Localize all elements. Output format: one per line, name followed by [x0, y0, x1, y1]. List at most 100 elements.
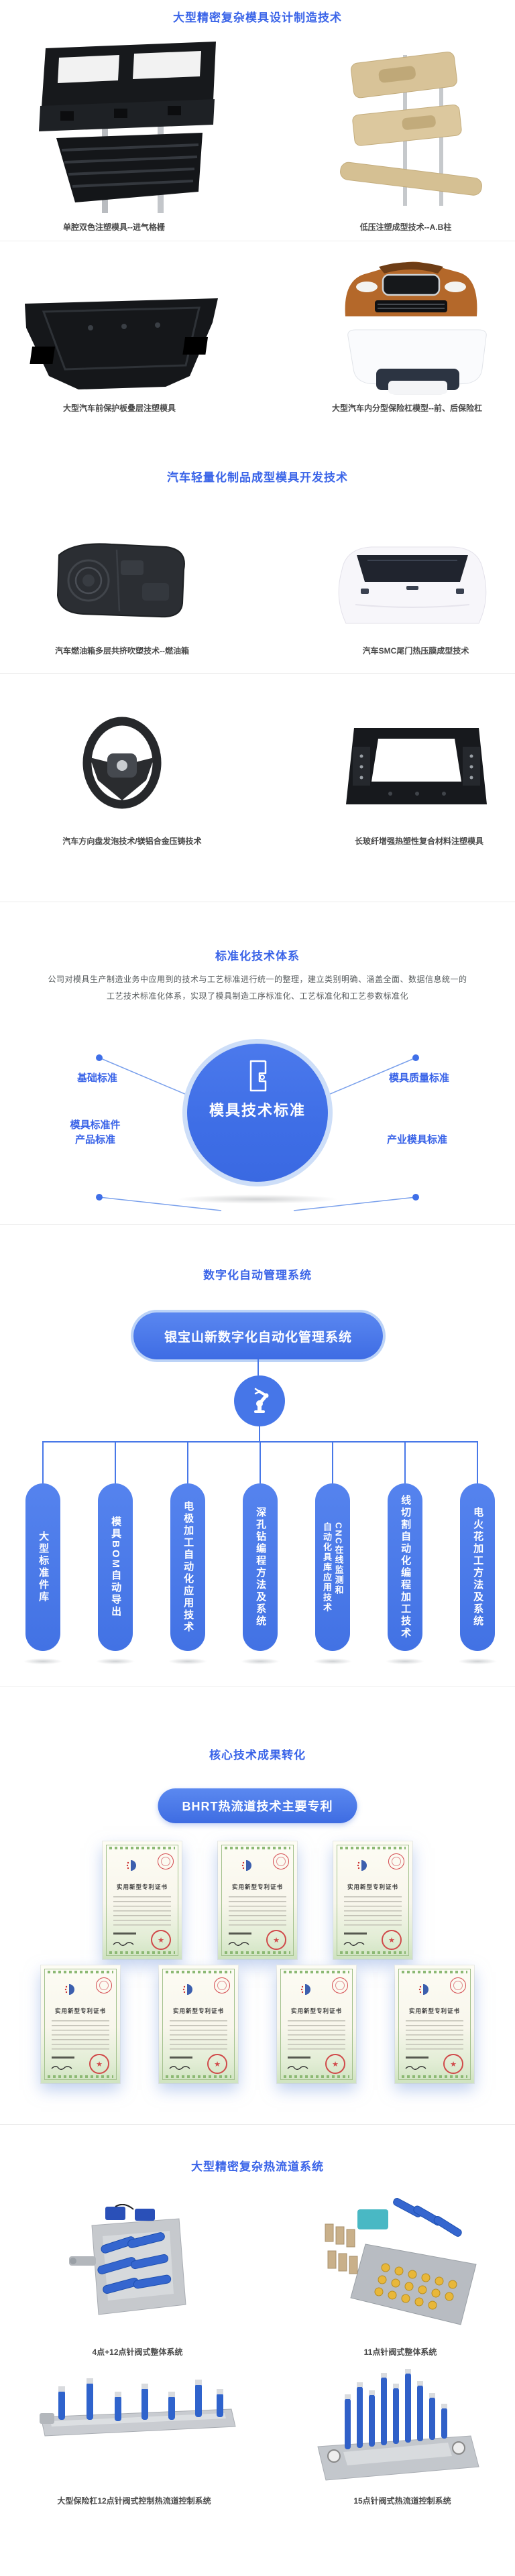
caption-hot-runner-bumper-12: 大型保险杠12点针阀式控制热流道控制系统	[57, 2496, 211, 2506]
patent-certificate: 实用新型专利证书 ★	[218, 1841, 297, 1959]
certificate-stamp: ★	[325, 2054, 345, 2074]
certificate-garland-top	[225, 1847, 290, 1849]
section4-title: 数字化自动管理系统	[203, 1269, 312, 1282]
certificate-signature	[228, 1942, 249, 1946]
connector-drop-7	[477, 1441, 478, 1483]
caption-ab-pillar: 低压注塑成型技术--A.B柱	[359, 223, 452, 232]
certificate-body-lines	[344, 1896, 402, 1928]
certificate-title: 实用新型专利证书	[347, 1884, 398, 1890]
figure-hot-runner-4-12	[64, 2204, 201, 2325]
branch-wire-cutting: 线切割自动化编程加工技术	[388, 1483, 422, 1651]
protection-plate-graphic	[25, 298, 218, 389]
pill-shadow-3	[168, 1658, 207, 1664]
pill-shadow-1	[23, 1658, 62, 1664]
certificate-barcode	[170, 2057, 192, 2059]
pill-shadow-5	[313, 1658, 352, 1664]
connector-root-to-robot	[258, 1359, 259, 1375]
fuel-tank-graphic	[56, 543, 185, 618]
figure-intake-grille-mold	[34, 39, 228, 214]
branch-deep-hole-drilling: 深孔钻编程方法及系统	[243, 1483, 278, 1651]
caption-steering-wheel: 汽车方向盘发泡技术/镁铝合金压铸技术	[62, 837, 202, 846]
hot-runner-bumper-12-graphic	[40, 2378, 236, 2437]
divider-6	[0, 2124, 515, 2125]
intake-grille-mold-graphic	[39, 42, 216, 213]
certificate-barcode	[52, 2057, 74, 2059]
divider-4	[0, 1224, 515, 1225]
certificate-stamp: ★	[443, 2054, 463, 2074]
caption-composite-frame: 长玻纤增强热塑性复合材料注塑模具	[354, 837, 484, 846]
mold-icon	[249, 1060, 267, 1092]
pill-shadow-7	[458, 1658, 497, 1664]
certificate-title: 实用新型专利证书	[116, 1884, 168, 1890]
figure-ab-pillars	[339, 48, 488, 210]
composite-frame-graphic	[346, 728, 487, 804]
caption-hot-runner-4-12: 4点+12点针阀式整体系统	[92, 2347, 183, 2357]
figure-composite-frame	[343, 723, 490, 810]
branch-edm: 电火花加工方法及系统	[460, 1483, 495, 1651]
section1-title: 大型精密复杂模具设计制造技术	[173, 11, 342, 24]
sipo-logo	[126, 1860, 136, 1871]
robot-arm-icon	[254, 1388, 269, 1413]
branch-standard-parts-library: 大型标准件库	[25, 1483, 60, 1651]
ab-pillars-graphic	[340, 52, 482, 206]
section5-title: 核心技术成果转化	[209, 1749, 306, 1762]
certificate-frame	[337, 1845, 409, 1956]
patent-certificate: 实用新型专利证书 ★	[333, 1841, 412, 1959]
certificate-seal	[388, 1853, 404, 1869]
certificate-garland-bottom	[48, 2075, 113, 2078]
certificate-stamp: ★	[89, 2054, 109, 2074]
figure-steering-wheel	[82, 716, 162, 811]
certificate-barcode	[406, 2057, 428, 2059]
certificate-barcode	[288, 2057, 310, 2059]
caption-hot-runner-15: 15点针阀式热流道控制系统	[353, 2496, 451, 2506]
flowchart-root-box: 银宝山新数字化自动化管理系统	[133, 1312, 383, 1359]
certificate-garland-bottom	[109, 1951, 175, 1954]
certificate-body-lines	[170, 2020, 227, 2052]
figure-smc-tailgate	[329, 540, 496, 627]
hot-runner-15-graphic	[317, 2369, 479, 2481]
certificate-garland-top	[48, 1971, 113, 1973]
certificate-garland-bottom	[225, 1951, 290, 1954]
certificate-seal	[332, 1977, 348, 1994]
caption-smc-tailgate: 汽车SMC尾门热压膜成型技术	[362, 646, 469, 656]
robot-node	[234, 1375, 285, 1426]
certificate-frame	[280, 1969, 353, 2080]
patent-certificate: 实用新型专利证书 ★	[159, 1965, 238, 2083]
connector-drop-1	[42, 1441, 44, 1483]
certificate-garland-top	[166, 1971, 231, 1973]
pill-shadow-4	[241, 1658, 280, 1664]
certificate-seal	[214, 1977, 230, 1994]
hot-runner-4-12-graphic	[69, 2204, 186, 2315]
connector-drop-2	[115, 1441, 116, 1483]
patent-certificate: 实用新型专利证书 ★	[395, 1965, 474, 2083]
certificate-barcode	[229, 1933, 251, 1935]
certificate-garland-bottom	[284, 2075, 349, 2078]
certificate-signature	[113, 1942, 134, 1946]
certificate-title: 实用新型专利证书	[54, 2008, 106, 2014]
certificate-frame	[162, 1969, 235, 2080]
certificate-frame	[398, 1969, 471, 2080]
connector-drop-6	[404, 1441, 406, 1483]
certificate-signature	[287, 2066, 308, 2070]
sipo-logo	[357, 1860, 367, 1871]
certificate-body-lines	[52, 2020, 109, 2052]
smc-tailgate-graphic	[338, 546, 487, 624]
certificate-body-lines	[113, 1896, 171, 1928]
caption-bumper-model: 大型汽车内分型保险杠模型--前、后保险杠	[332, 404, 482, 413]
section3-title: 标准化技术体系	[215, 950, 300, 963]
certificate-garland-bottom	[166, 2075, 231, 2078]
patent-certificate: 实用新型专利证书 ★	[277, 1965, 356, 2083]
bumpers-graphic	[345, 261, 487, 395]
certificate-seal	[96, 1977, 112, 1994]
figure-fuel-tank	[42, 536, 196, 623]
caption-hot-runner-11: 11点针阀式整体系统	[363, 2347, 437, 2357]
certificate-signature	[405, 2066, 426, 2070]
sipo-logo	[182, 1984, 192, 1995]
section3-description-line2: 工艺技术标准化体系，实现了模具制造工序标准化、工艺标准化和工艺参数标准化	[106, 991, 408, 1001]
certificate-garland-top	[284, 1971, 349, 1973]
certificate-title: 实用新型专利证书	[408, 2008, 460, 2014]
certificate-barcode	[113, 1933, 136, 1935]
certificate-title: 实用新型专利证书	[290, 2008, 342, 2014]
node-industry-mold-standard: 产业模具标准	[386, 1134, 448, 1146]
caption-grille-mold: 单腔双色注塑模具--进气格栅	[63, 223, 165, 232]
